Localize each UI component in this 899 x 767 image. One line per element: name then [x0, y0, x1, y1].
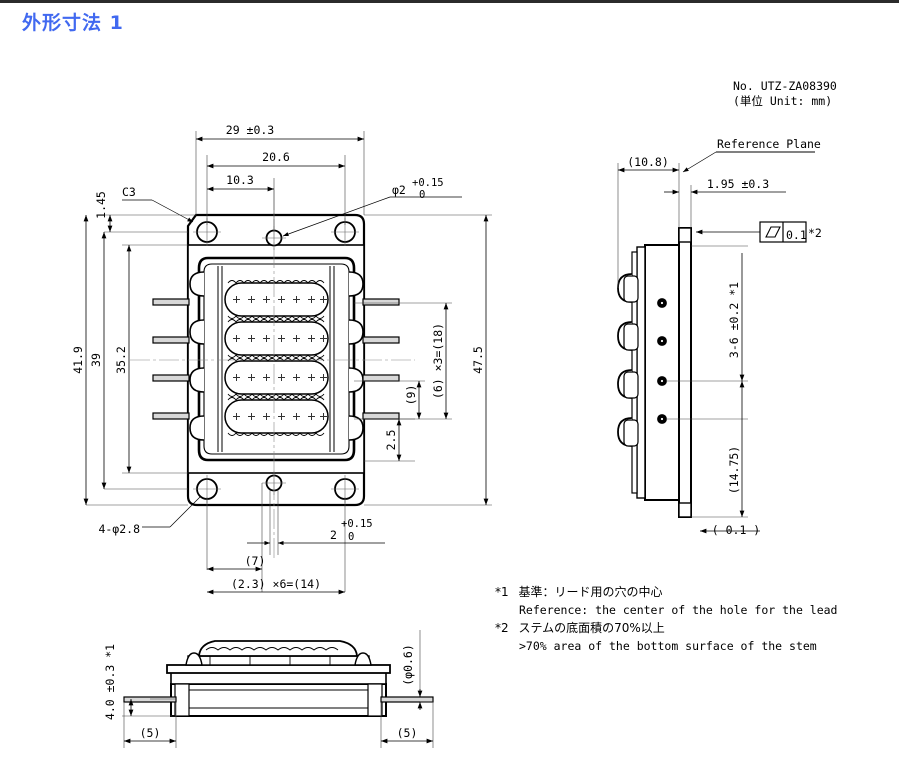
footnote-2-en: >70% area of the bottom surface of the s… [519, 639, 817, 653]
dim-lead-hole-pitch: 3-6 ±0.2 *1 [727, 282, 741, 358]
gdt-flatness-frame: 0.1 *2 [696, 221, 822, 243]
page-title: 外形寸法 1 [22, 12, 124, 34]
dim-chamfer: C3 [122, 185, 136, 199]
footnote-2-mark: *2 [495, 621, 509, 635]
dim-lead-dia: (φ0.6) [401, 644, 415, 686]
page-top-rule [0, 0, 899, 8]
footnote-1-jp: 基準：リード用の穴の中心 [518, 584, 662, 599]
footnote-1-en: Reference: the center of the hole for th… [519, 603, 838, 617]
center-hole-callout: φ2 +0.15 0 [282, 177, 462, 237]
gdt-value: 0.1 [786, 228, 807, 242]
emitter-array [224, 280, 329, 436]
reference-plane-callout: Reference Plane [682, 137, 821, 173]
dim-lead-pitch-total: (2.3) ×6=(14) [231, 577, 321, 591]
dim-bottom-hole-size: 2 [330, 528, 337, 542]
dim-total-depth: 47.5 [471, 346, 485, 374]
dim-flange-thickness: 1.95 ±0.3 [707, 177, 769, 191]
dim-lead-length-left: (5) [140, 726, 161, 740]
footnote-2-jp: ステムの底面積の70%以上 [518, 620, 664, 635]
dim-lead-group-offset: (7) [245, 554, 266, 568]
dim-lead-length-right: (5) [397, 726, 418, 740]
dim-bottom-hole-tol-lower: 0 [348, 531, 354, 543]
side-vertical-dimensions: 3-6 ±0.2 *1 (14.75) ( 0.1 ) [666, 245, 760, 537]
lead-pins [152, 298, 400, 420]
flatness-icon [765, 226, 781, 238]
dim-body-height: 35.2 [114, 346, 128, 374]
dim-lead-hole-to-base: (14.75) [727, 446, 741, 494]
dim-base-step: ( 0.1 ) [712, 523, 760, 537]
dim-hole-pitch-vertical: 39 [89, 353, 103, 367]
part-number: No. UTZ-ZA08390 [733, 79, 837, 93]
svg-text:*2 ステムの底面積の70%以上: *2 ステムの底面積の70%以上 [495, 620, 665, 635]
side-view: Reference Plane (10.8) 1.95 ±0.3 [617, 137, 822, 537]
dim-flange-offset: (10.8) [627, 155, 669, 169]
gdt-footnote-ref: *2 [808, 226, 822, 240]
dim-center-hole-tol-upper: +0.15 [412, 177, 444, 189]
lead-holes [657, 298, 667, 424]
dim-lead-offset: 2.5 [384, 430, 398, 451]
front-right-dimensions: 47.5 (6) ×3=(18) (9) 2.5 [354, 214, 492, 506]
dim-hole-span-inner: 10.3 [226, 173, 254, 187]
front-view: 29 ±0.3 20.6 10.3 φ2 +0.15 0 C3 [71, 123, 492, 595]
dim-center-hole-tol-lower: 0 [419, 189, 425, 201]
footnotes: *1 基準：リード用の穴の中心 Reference: the center of… [495, 584, 838, 653]
chamfer-callout: C3 [122, 185, 194, 223]
dim-overall-width: 29 ±0.3 [226, 123, 275, 137]
dim-edge-to-hole: 1.45 [94, 191, 108, 219]
svg-text:*1 基準：リード用の穴の中心: *1 基準：リード用の穴の中心 [495, 584, 662, 599]
dim-mounting-hole-callout: 4-φ2.8 [98, 522, 140, 536]
front-bottom-dimensions: 4-φ2.8 2 +0.15 0 (7) (2.3) ×6=(14) [98, 483, 385, 595]
dim-emitter-pitch-single: (9) [404, 385, 418, 406]
dim-bottom-hole-tol-upper: +0.15 [341, 518, 373, 530]
front-left-dimensions: 1.45 41.9 39 35.2 [71, 191, 196, 506]
dim-flange-thickness-group: 1.95 ±0.3 [664, 177, 786, 228]
bottom-view-dimensions: 4.0 ±0.3 *1 (φ0.6) (5) (5) [103, 630, 434, 748]
dim-package-thickness: 4.0 ±0.3 *1 [103, 644, 117, 720]
dim-center-hole-dia: φ2 [392, 183, 406, 197]
dim-overall-height: 41.9 [71, 346, 85, 374]
front-top-dimensions: 29 ±0.3 20.6 10.3 [195, 123, 365, 232]
unit-note: (単位 Unit: mm) [733, 94, 832, 108]
dim-flange-offset-group: (10.8) [617, 155, 680, 288]
footnote-1-mark: *1 [495, 585, 509, 599]
bottom-view: 4.0 ±0.3 *1 (φ0.6) (5) (5) [103, 630, 434, 748]
dim-hole-span-outer: 20.6 [262, 150, 290, 164]
label-reference-plane: Reference Plane [717, 137, 821, 151]
dim-emitter-pitch-total: (6) ×3=(18) [431, 323, 445, 399]
